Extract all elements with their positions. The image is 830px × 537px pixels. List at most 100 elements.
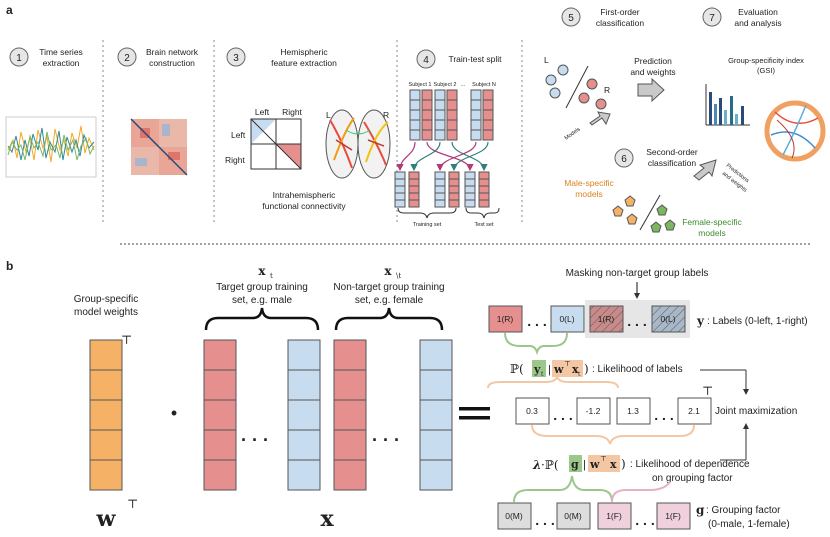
vector-cell xyxy=(419,429,453,461)
joint-maximization-label: Joint maximization xyxy=(715,406,797,417)
target-column xyxy=(203,339,237,491)
vector-cell xyxy=(409,119,421,131)
time-series-plot xyxy=(5,116,97,178)
vector-cell xyxy=(448,199,460,208)
vector-cell xyxy=(419,339,453,371)
split-arrow xyxy=(410,141,441,172)
svg-text:0.3: 0.3 xyxy=(526,406,538,416)
step-title: classification xyxy=(648,158,696,168)
vector-cell xyxy=(482,99,494,111)
vector-cell xyxy=(203,429,237,461)
vector-cell xyxy=(394,199,406,208)
step-title: Evaluation xyxy=(738,7,778,17)
w-symbol: w xyxy=(96,506,117,532)
right-arrow xyxy=(637,77,665,103)
label-box-1: 1(R) xyxy=(488,305,523,333)
gsi-bar-chart xyxy=(705,84,750,126)
split-column xyxy=(478,171,490,208)
vector-cell xyxy=(333,339,367,371)
ellipsis: · · · xyxy=(241,430,269,450)
vector-cell xyxy=(409,129,421,141)
score-box-1: 0.3 xyxy=(515,397,550,425)
likelihood-labels-expr: ℙ( y t | w ⊤ x t ) xyxy=(510,360,589,378)
vector-cell xyxy=(482,109,494,121)
male-models-label: models xyxy=(575,189,602,199)
y-caption: : Labels (0-left, 1-right) xyxy=(707,316,808,327)
vector-cell xyxy=(409,89,421,101)
nontarget-column xyxy=(333,339,367,491)
step-2: 2 Brain network construction xyxy=(117,47,199,68)
likelihood-dependence-caption: : Likelihood of dependence xyxy=(630,459,750,470)
vector-cell xyxy=(421,99,433,111)
vector-cell xyxy=(394,185,406,194)
ellipsis: . . . xyxy=(553,407,572,423)
vector-cell xyxy=(446,99,458,111)
grid-label-left-top: Left xyxy=(255,107,270,117)
group-brace-green xyxy=(513,475,613,503)
ellipsis: . . . xyxy=(627,313,646,329)
step-title: extraction xyxy=(43,58,80,68)
step-title: Second-order xyxy=(646,147,698,157)
panel-a-label: a xyxy=(6,3,13,17)
step-number: 3 xyxy=(233,53,239,64)
xt-brace xyxy=(204,307,320,331)
step-number: 1 xyxy=(16,53,22,64)
xt-symbol: x xyxy=(258,264,266,278)
subject-label: Subject 2 xyxy=(434,82,457,88)
group-box-4: 1(F) xyxy=(656,502,691,530)
female-models-label: models xyxy=(698,228,725,238)
female-models-label: Female-specific xyxy=(682,217,742,227)
vector-cell xyxy=(421,119,433,131)
svg-text:x: x xyxy=(572,363,579,376)
vector-cell xyxy=(464,171,476,180)
gsi-label: Group-specificity index xyxy=(728,56,804,65)
vector-cell xyxy=(434,199,446,208)
split-column xyxy=(464,171,476,208)
group-box-2: 0(M) xyxy=(556,502,591,530)
xnt-symbol: x xyxy=(384,264,392,278)
svg-text:t: t xyxy=(541,371,544,378)
likelihood-dependence-expr: λ ·ℙ( g | w ⊤ x ) xyxy=(532,455,626,472)
step-number: 5 xyxy=(568,13,574,24)
dot-operator: • xyxy=(171,403,177,423)
label-box-3-masked: 1(R) xyxy=(589,305,624,333)
g-symbol: g xyxy=(696,503,705,517)
score-box-2: -1.2 xyxy=(576,397,611,425)
svg-text:w: w xyxy=(589,458,600,471)
brain-right-label: R xyxy=(383,110,389,120)
svg-text:y: y xyxy=(533,363,541,376)
vector-cell xyxy=(464,178,476,187)
vector-cell xyxy=(464,192,476,201)
vector-cell xyxy=(408,178,420,187)
vector-cell xyxy=(448,171,460,180)
grid-label-right-side: Right xyxy=(225,155,245,165)
vector-cell xyxy=(409,99,421,111)
second-order-scatter xyxy=(612,194,676,233)
ellipsis: . . . xyxy=(535,512,554,528)
step-number: 2 xyxy=(124,53,130,64)
y-symbol: y xyxy=(696,314,705,328)
svg-text:λ: λ xyxy=(532,458,541,472)
group-box-3: 1(F) xyxy=(597,502,632,530)
vector-cell xyxy=(287,369,321,401)
svg-text:|: | xyxy=(583,459,586,471)
prediction-weights-label: and weights xyxy=(630,67,675,77)
transpose-mark: ⊤ xyxy=(121,333,132,347)
svg-text:w: w xyxy=(553,363,564,376)
step-title: First-order xyxy=(600,7,639,17)
xt-subscript: t xyxy=(270,272,273,280)
vector-cell xyxy=(421,89,433,101)
vector-cell xyxy=(287,429,321,461)
vector-cell xyxy=(446,109,458,121)
svg-text:ℙ(: ℙ( xyxy=(510,362,524,376)
split-column xyxy=(394,171,406,208)
vector-cell xyxy=(478,178,490,187)
svg-text:1(F): 1(F) xyxy=(665,511,681,521)
vector-cell xyxy=(434,109,446,121)
weights-caption: model weights xyxy=(74,307,138,318)
vector-cell xyxy=(287,399,321,431)
equals-bar xyxy=(459,416,490,420)
subject-column xyxy=(482,89,494,141)
vector-cell xyxy=(448,192,460,201)
step-title: Train-test split xyxy=(448,54,502,64)
